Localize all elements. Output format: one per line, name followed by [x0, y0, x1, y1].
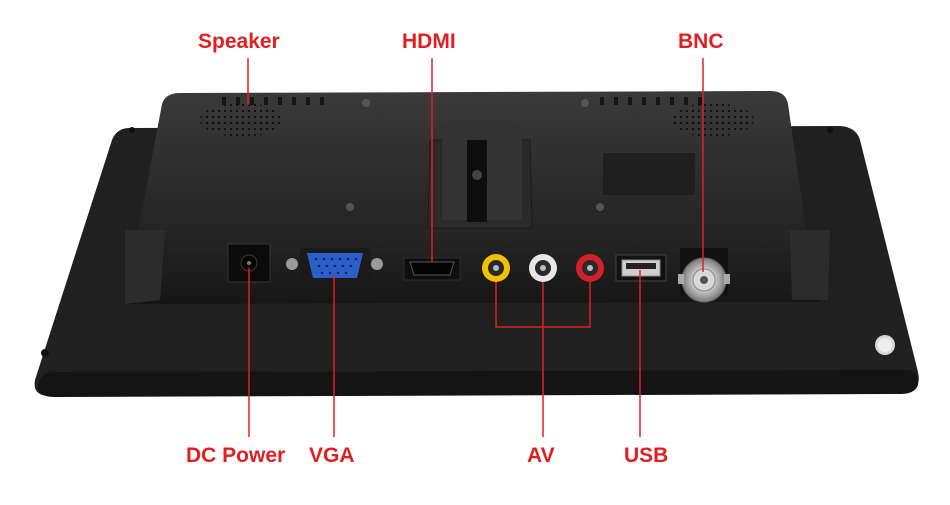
rear-housing	[138, 91, 806, 232]
label-dc-power: DC Power	[186, 444, 286, 467]
label-bnc: BNC	[678, 30, 724, 53]
label-hdmi: HDMI	[402, 30, 456, 53]
leader-lines	[247, 58, 704, 437]
label-av: AV	[527, 444, 555, 467]
bnc-connector	[678, 248, 730, 303]
speaker-grill-left	[200, 103, 284, 137]
speaker-grill-right	[670, 103, 754, 137]
usb-port	[615, 254, 667, 282]
av-rca-yellow	[482, 254, 510, 282]
hdmi-port	[403, 257, 461, 281]
label-vga: VGA	[309, 444, 355, 467]
vga-port	[286, 248, 383, 282]
label-usb: USB	[624, 444, 669, 467]
connector-panel	[125, 230, 830, 304]
av-rca-white	[529, 254, 557, 282]
label-speaker: Speaker	[198, 30, 280, 53]
av-rca-red	[576, 254, 604, 282]
